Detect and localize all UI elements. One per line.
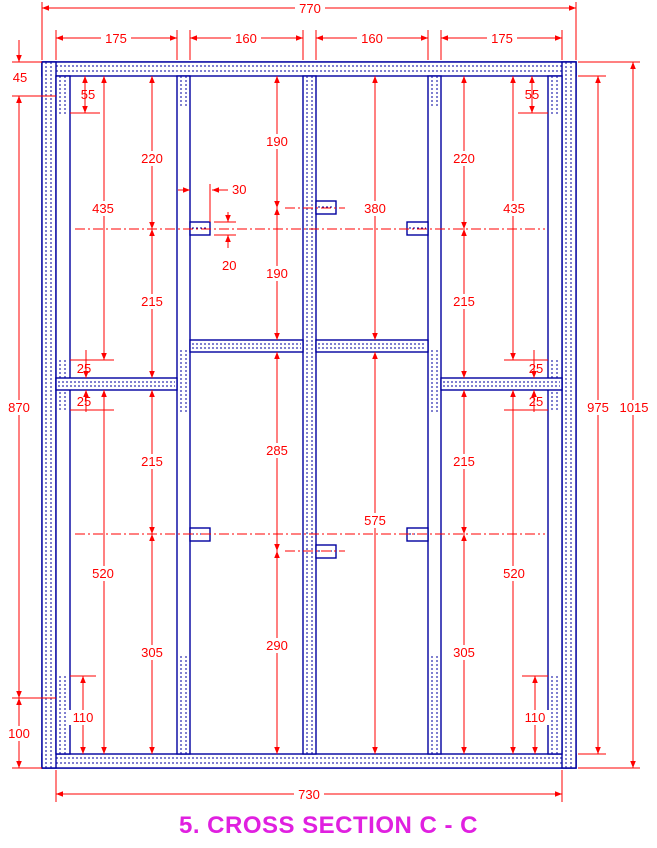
dim-right-joint-lower: 25 [529,394,543,409]
dim-left-bottom-gap: 110 [73,710,94,725]
dim-right-bottom-gap: 110 [525,710,546,725]
divider-left [176,75,191,755]
divider-center [302,75,317,755]
dim-top-segment-4: 175 [491,31,513,46]
dim-right-upper-total: 435 [503,201,525,216]
left-door-stile [55,75,71,755]
dim-left-col-2: 215 [141,294,163,309]
dim-right-col-1: 220 [453,151,475,166]
shelf-center-right [315,339,429,353]
right-side-panel [561,61,577,769]
dim-overall-width: 770 [299,1,321,16]
dim-right-col-4: 305 [453,645,475,660]
dim-center-left-2: 190 [266,266,288,281]
dim-top-segment-3: 160 [361,31,383,46]
divider-right [427,75,442,755]
dim-center-right-2: 575 [364,513,386,528]
dim-top-segment-2: 160 [235,31,257,46]
dim-left-joint-lower: 25 [77,394,91,409]
shelf-right [440,377,563,391]
dim-left-upper-total: 435 [92,201,114,216]
dim-right-top-gap: 55 [525,87,539,102]
cabinet-structure [41,61,577,769]
top-board [41,61,577,77]
dim-hinge-height: 20 [222,258,236,273]
dim-left-col-4: 305 [141,645,163,660]
dim-left-col-1: 220 [141,151,163,166]
dim-left-height: 870 [8,400,30,415]
dim-center-left-4: 290 [266,638,288,653]
section-title: 5. CROSS SECTION C - C [178,812,479,839]
dim-hinge-offset: 30 [232,182,246,197]
shelf-center-left [189,339,304,353]
dim-left-lower-total: 520 [92,566,114,581]
dim-center-left-3: 285 [266,443,288,458]
dim-right-col-3: 215 [453,454,475,469]
dim-top-board: 45 [13,70,27,85]
dim-left-top-gap: 55 [81,87,95,102]
dim-center-right-1: 380 [364,201,386,216]
dim-left-col-3: 215 [141,454,163,469]
bottom-board [41,753,577,769]
dim-left-joint-upper: 25 [77,361,91,376]
shelf-left [55,377,178,391]
cross-section-drawing: 770 175 160 160 175 730 45 870 100 975 1… [3,1,653,802]
dim-inner-width: 730 [298,787,320,802]
dim-right-height-inner: 975 [587,400,609,415]
dim-left-bottom: 100 [8,726,30,741]
dim-right-lower-total: 520 [503,566,525,581]
dim-center-left-1: 190 [266,134,288,149]
dim-right-col-2: 215 [453,294,475,309]
dim-right-joint-upper: 25 [529,361,543,376]
dim-top-segment-1: 175 [105,31,127,46]
dimension-labels: 770 175 160 160 175 730 45 870 100 975 1… [3,1,653,802]
dim-right-height-outer: 1015 [620,400,649,415]
right-door-stile [547,75,563,755]
left-side-panel [41,61,57,769]
